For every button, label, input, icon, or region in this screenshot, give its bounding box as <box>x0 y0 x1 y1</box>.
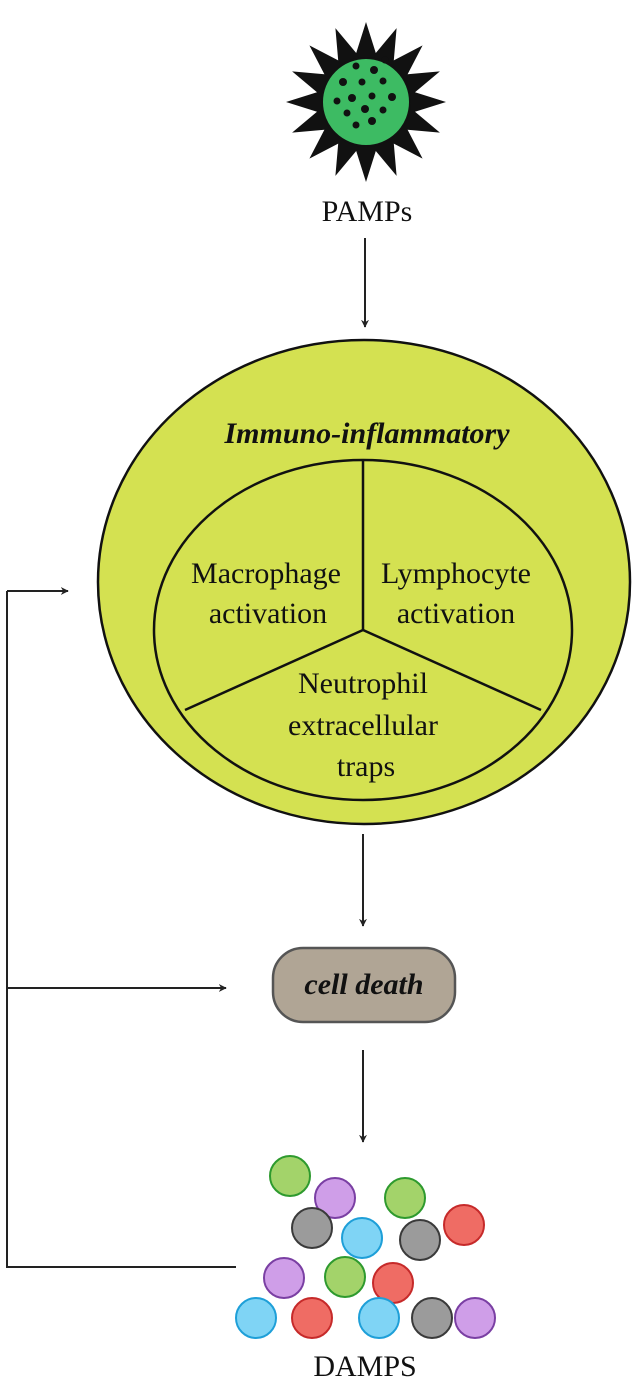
damp-particle-gray <box>399 1219 441 1261</box>
damp-particle-gray <box>411 1297 453 1339</box>
feedback-line <box>6 591 236 1268</box>
macrophage-line-1: Macrophage <box>191 557 341 590</box>
divider-left <box>184 628 364 712</box>
segment-lymphocyte: Lymphocyte activation <box>381 557 531 630</box>
damp-particle-purple <box>454 1297 496 1339</box>
damp-particle-blue <box>358 1297 400 1339</box>
cell-death-box <box>271 946 457 1024</box>
feedback-loop <box>6 587 236 1268</box>
damp-particle-red <box>291 1297 333 1339</box>
neutrophil-line-2: extracellular <box>288 709 438 742</box>
damps-label: DAMPS <box>313 1350 416 1383</box>
damp-particle-red <box>443 1204 485 1246</box>
damp-particle-green <box>269 1155 311 1197</box>
pamps-label: PAMPs <box>322 195 413 228</box>
immuno-title: Immuno-inflammatory <box>223 417 510 450</box>
immuno-inner-circle <box>152 458 574 802</box>
neutrophil-line-1: Neutrophil <box>298 667 428 700</box>
damp-particle-purple <box>263 1257 305 1299</box>
damp-particle-gray <box>291 1207 333 1249</box>
damps-cluster <box>235 1155 496 1339</box>
segment-macrophage: Macrophage activation <box>191 557 341 630</box>
macrophage-line-2: activation <box>209 597 327 630</box>
damp-particle-green <box>384 1177 426 1219</box>
lymphocyte-line-2: activation <box>397 597 515 630</box>
damp-particle-blue <box>235 1297 277 1339</box>
pathogen-dots <box>333 56 396 129</box>
lymphocyte-line-1: Lymphocyte <box>381 557 531 590</box>
damp-particle-green <box>324 1256 366 1298</box>
divider-right <box>362 628 542 712</box>
segment-neutrophil: Neutrophil extracellular traps <box>288 667 438 783</box>
pathogen-icon <box>286 22 446 182</box>
neutrophil-line-3: traps <box>337 750 395 783</box>
damp-particle-purple <box>314 1177 356 1219</box>
cell-death-label: cell death <box>304 968 423 1001</box>
damp-particle-blue <box>341 1217 383 1259</box>
